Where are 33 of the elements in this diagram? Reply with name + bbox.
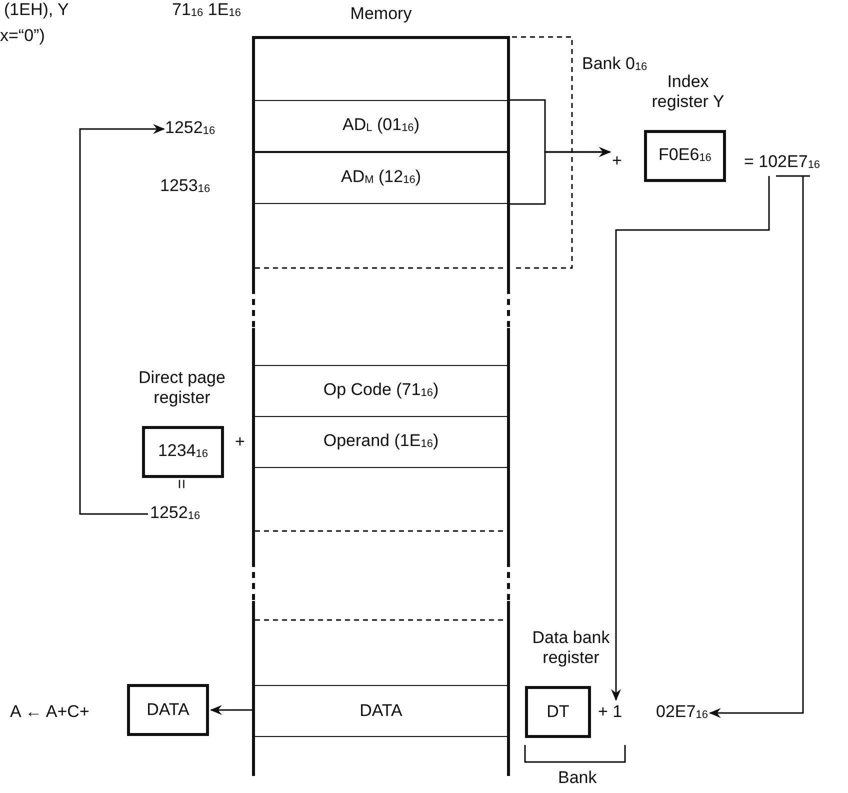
register-box: DATA	[127, 684, 209, 736]
bank-label: Bank	[558, 768, 597, 788]
register-box: F0E6$_{16}$	[644, 130, 726, 182]
sum-value: = 102E7$_{16}$	[744, 152, 820, 174]
plus-sign: +	[235, 432, 245, 452]
memory-cell: DATA	[255, 685, 507, 737]
memory-cell: Op Code (71$_{16}$)	[255, 365, 507, 417]
arrow	[708, 176, 804, 718]
operand-label: 71$_{16}$ 1E$_{16}$	[172, 0, 241, 21]
arrow	[210, 705, 253, 715]
address-label: 1252$_{16}$	[165, 118, 216, 140]
arrow	[611, 176, 770, 701]
register-label: Data bank register	[531, 628, 611, 668]
operand-label: x=“0”)	[0, 26, 45, 46]
formula-label: A ← A+C+	[10, 702, 90, 722]
address-label: 1253$_{16}$	[160, 176, 210, 197]
memory-cell: AD$_{M}$ (12$_{16}$)	[255, 152, 507, 204]
plus-sign: +	[612, 151, 622, 171]
address-value: 02E7$_{16}$	[656, 702, 708, 724]
equals-sign: =	[170, 479, 191, 489]
bank-label: Bank 0$_{16}$	[582, 54, 648, 75]
increment-label: + 1	[598, 702, 622, 722]
address-label: 1252$_{16}$	[150, 503, 200, 525]
column-heading: Memory	[349, 4, 413, 24]
register-label: Index register Y	[650, 72, 726, 112]
register-label: Direct page register	[138, 368, 226, 408]
memory-cell: AD$_{L}$ (01$_{16}$)	[255, 100, 507, 152]
register-box: DT	[525, 686, 591, 738]
memory-cell: Operand (1E$_{16}$)	[255, 416, 507, 468]
arrow	[509, 147, 611, 205]
register-box: 1234$_{16}$	[142, 426, 224, 478]
arrow	[79, 124, 165, 515]
operand-label: (1EH), Y	[4, 0, 69, 20]
